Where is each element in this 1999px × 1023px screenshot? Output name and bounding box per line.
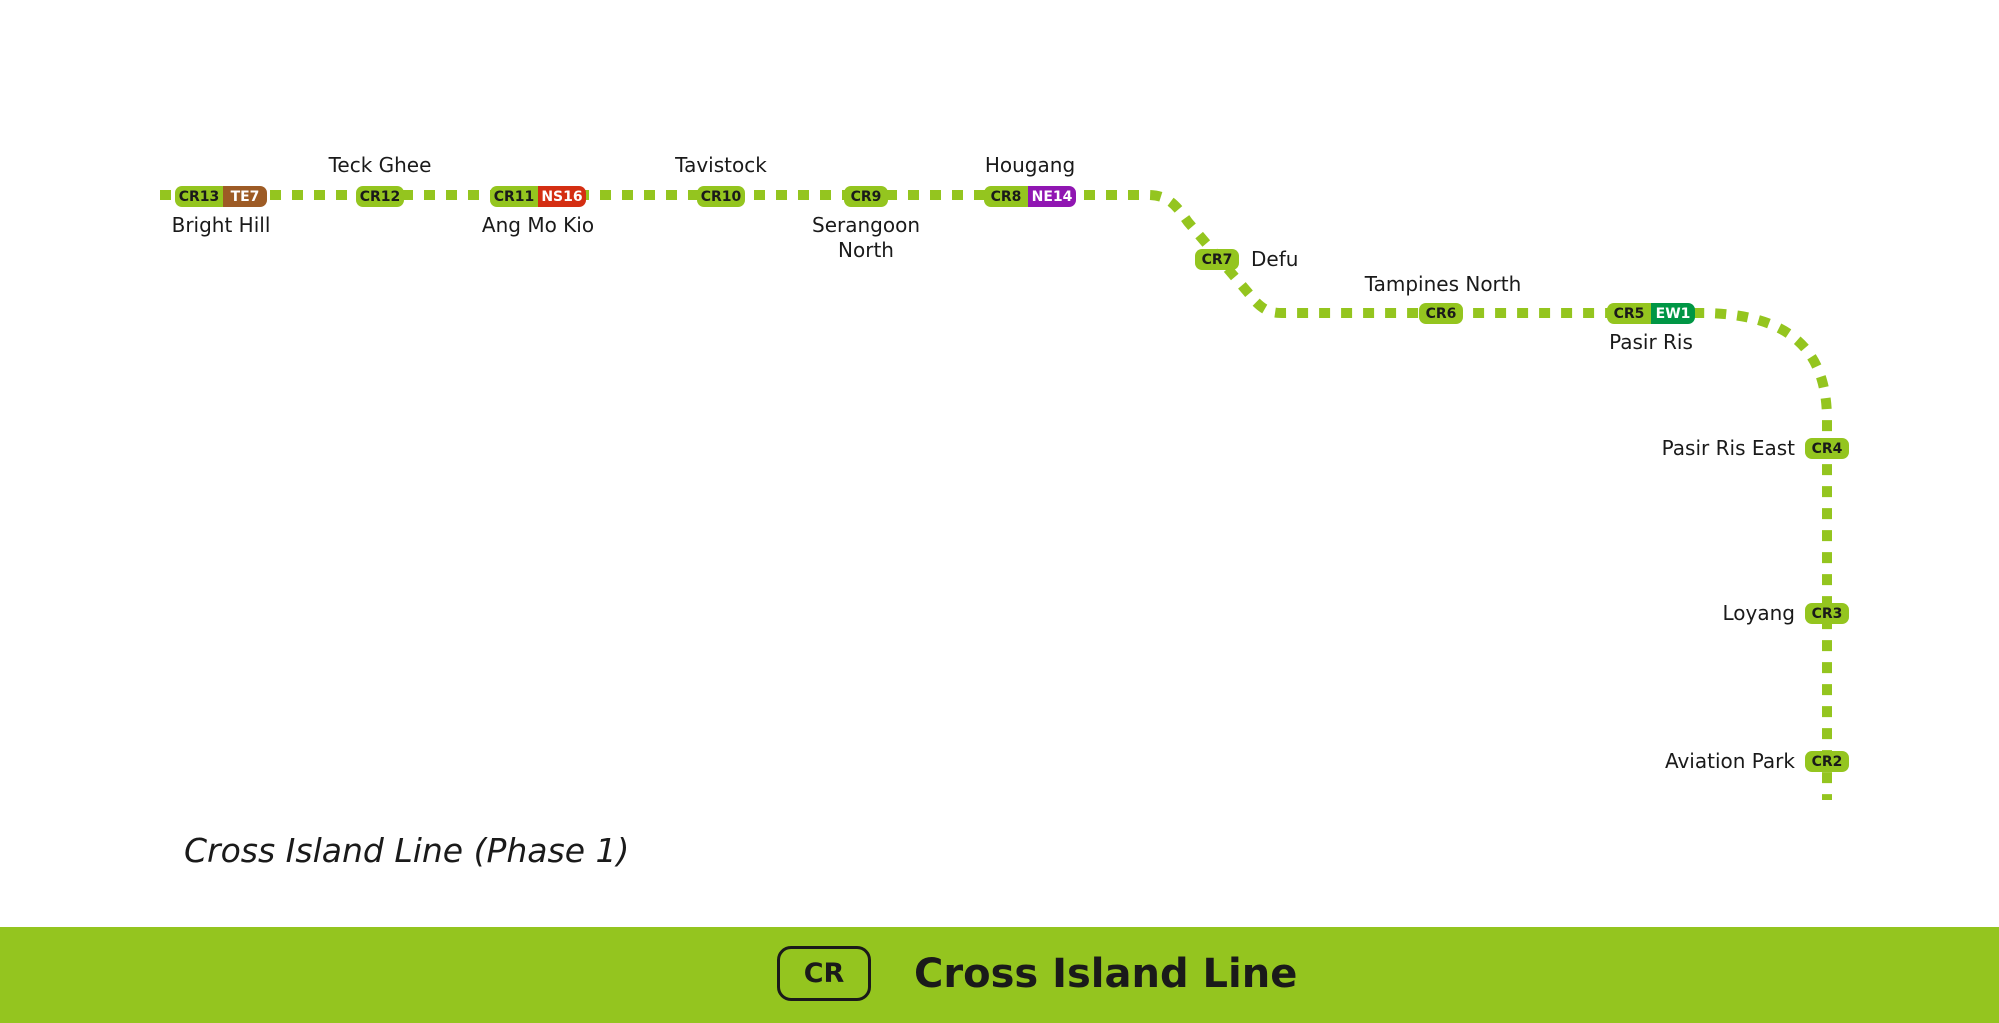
interchange-code: NS16 [541, 189, 582, 205]
station-cr3[interactable]: CR3 Loyang [1723, 601, 1850, 625]
station-cr10[interactable]: CR10 Tavistock [674, 153, 767, 207]
station-code: CR3 [1812, 606, 1843, 622]
station-code: CR6 [1426, 306, 1457, 322]
interchange-code: TE7 [231, 189, 260, 205]
track-layer [70, 190, 1832, 870]
footer-bar: CR Cross Island Line [0, 927, 1999, 1023]
interchange-code-badge [1651, 303, 1695, 324]
interchange-badge-join [1028, 186, 1036, 207]
station-name: North [838, 238, 894, 262]
interchange-badge-join [223, 186, 231, 207]
line-badge: CR [777, 946, 871, 1001]
interchange-badge-join [1651, 303, 1659, 324]
interchange-code: NE14 [1032, 189, 1073, 205]
station-code-badge [984, 186, 1034, 207]
line-title: Cross Island Line [914, 951, 1298, 997]
station-code-badge [844, 186, 888, 207]
station-code-badge [1607, 303, 1657, 324]
station-cr8[interactable]: CR8 NE14 Hougang [984, 153, 1076, 207]
station-code: CR5 [1614, 306, 1645, 322]
station-code: CR2 [1812, 754, 1843, 770]
station-cr4[interactable]: CR4 Pasir Ris East [1662, 436, 1849, 460]
station-name: Loyang [1723, 601, 1796, 625]
station-name: Pasir Ris East [1662, 436, 1796, 460]
station-code: CR12 [360, 189, 401, 205]
station-name: Serangoon [812, 213, 920, 237]
station-code-badge [697, 186, 745, 207]
station-code-badge [1805, 751, 1849, 772]
station-code-badge [1419, 303, 1463, 324]
station-code: CR13 [179, 189, 220, 205]
station-name: Aviation Park [1665, 749, 1795, 773]
station-code-badge [490, 186, 544, 207]
station-code-badge [1805, 438, 1849, 459]
station-name: Tavistock [674, 153, 767, 177]
station-code: CR11 [494, 189, 535, 205]
station-name: Tampines North [1364, 272, 1522, 296]
station-code-badge [1195, 249, 1239, 270]
station-code: CR7 [1202, 252, 1233, 268]
interchange-code-badge [538, 186, 586, 207]
station-cr6[interactable]: CR6 Tampines North [1364, 272, 1522, 324]
station-cr7[interactable]: CR7 Defu [1195, 247, 1298, 271]
station-code: CR8 [991, 189, 1022, 205]
station-code: CR9 [851, 189, 882, 205]
station-name: Defu [1251, 247, 1298, 271]
interchange-code-badge [223, 186, 267, 207]
station-code-badge [1805, 603, 1849, 624]
station-cr12[interactable]: CR12 Teck Ghee [328, 153, 432, 207]
station-name: Hougang [985, 153, 1075, 177]
track-main [160, 190, 1832, 800]
interchange-code-badge [1028, 186, 1076, 207]
station-name: Ang Mo Kio [482, 213, 594, 237]
station-code-badge [175, 186, 229, 207]
map-subtitle: Cross Island Line (Phase 1) [184, 831, 629, 870]
station-code: CR10 [701, 189, 742, 205]
interchange-code: EW1 [1656, 306, 1691, 322]
station-name: Bright Hill [172, 213, 271, 237]
station-cr2[interactable]: CR2 Aviation Park [1665, 749, 1849, 773]
station-name: Pasir Ris [1609, 330, 1693, 354]
interchange-badge-join [538, 186, 546, 207]
station-code: CR4 [1812, 441, 1843, 457]
station-code-badge [356, 186, 404, 207]
station-name: Teck Ghee [328, 153, 432, 177]
